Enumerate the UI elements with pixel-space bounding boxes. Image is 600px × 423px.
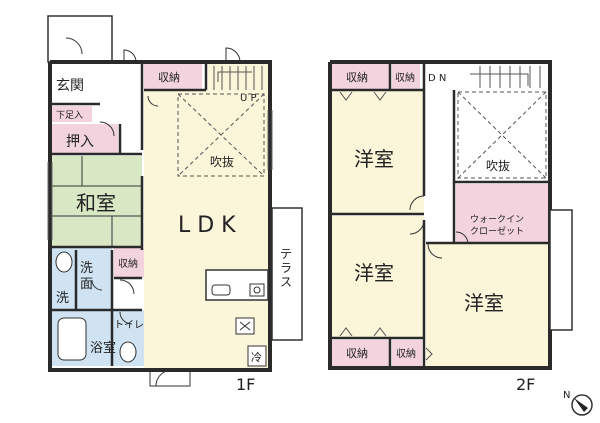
label-shoe-closet: 下足入 [56,110,83,121]
tatami-lines [52,156,142,246]
label-storage-2f-bm: 収納 [396,347,416,360]
storage-1f-top [144,62,202,90]
label-storage-2f-tl: 収納 [346,71,368,84]
svg-text:ラ: ラ [280,261,292,275]
storage-2f-tl [332,62,390,90]
label-western-2: 洋室 [354,261,394,285]
appliance-box [235,317,255,335]
label-storage-1f-top: 収納 [158,71,180,84]
label-up: U P [240,93,257,104]
stairs-1f [213,66,263,90]
closet-markers [339,91,433,361]
label-void-1f: 吹抜 [210,155,234,169]
stairs-2f [470,66,541,88]
storage-1f-small [114,248,144,278]
walk-in-closet [456,184,548,242]
label-storage-1f-small: 収納 [118,257,138,270]
oshiire-closet [52,124,118,154]
label-entrance: 玄関 [56,77,84,94]
doors-1f [91,47,241,387]
kitchen-counter [205,269,269,301]
label-storage-2f-tm: 収納 [395,71,415,84]
western-room-3 [426,244,548,366]
label-walk-in-1: ウォークイン [470,214,524,225]
svg-text:ス: ス [280,275,292,289]
label-oshiire: 押入 [66,134,94,150]
floor-2: 収納 収納 D N 洋室 吹抜 ウォークイン クローゼット 洋室 洋室 収納 収… [328,60,573,394]
label-washer: 洗 [56,291,69,306]
label-western-1: 洋室 [354,147,394,171]
label-void-2f: 吹抜 [486,159,510,173]
washitsu-room [52,156,142,246]
balcony [549,209,573,331]
washer-space [52,284,76,310]
fridge-box [247,345,267,367]
windows-1f [47,110,273,240]
svg-text:テ: テ [280,247,292,261]
label-wash-room-2: 面 [80,277,93,292]
inner-walls-1f [50,62,208,366]
label-down: D N [428,73,446,84]
label-2f: 2F [516,375,535,394]
inner-walls-2f [330,62,550,368]
label-washitsu: 和室 [76,191,116,215]
wash-room [76,248,112,310]
label-toilet: トイレ [114,320,144,331]
entry-porch [47,15,113,63]
label-storage-2f-bl: 収納 [346,347,368,360]
washbasin [55,251,73,273]
storage-2f-tm [392,62,420,90]
terrace [271,207,303,341]
compass: N [563,390,593,416]
label-1f: 1F [236,375,255,394]
label-western-3: 洋室 [464,291,504,315]
outer-walls-1f [48,60,272,372]
label-ldk: L D K [178,213,236,238]
bathtub [57,317,87,361]
void-1f [177,93,265,177]
label-wash-room-1: 洗 [80,261,93,276]
storage-2f-bl [332,340,390,366]
shoe-closet [52,106,92,122]
storage-2f-bm [392,340,422,366]
toilet-bowl [119,341,137,363]
void-2f [457,91,547,179]
western-room-2 [332,216,424,338]
western-room-1 [332,90,424,214]
outer-walls-2f [328,60,552,370]
porch-door-swing [65,37,83,55]
label-fridge: 冷 [251,351,262,364]
label-terrace: テ ラ ス [280,247,292,289]
label-walk-in-2: クローゼット [470,225,524,237]
doors-2f [409,195,469,259]
compass-label: N [563,390,570,401]
floor-1: 玄関 下足入 押入 和室 収納 U P 吹抜 L D K 洗 面 洗 収納 浴室… [47,15,303,394]
label-bath: 浴室 [90,340,116,356]
